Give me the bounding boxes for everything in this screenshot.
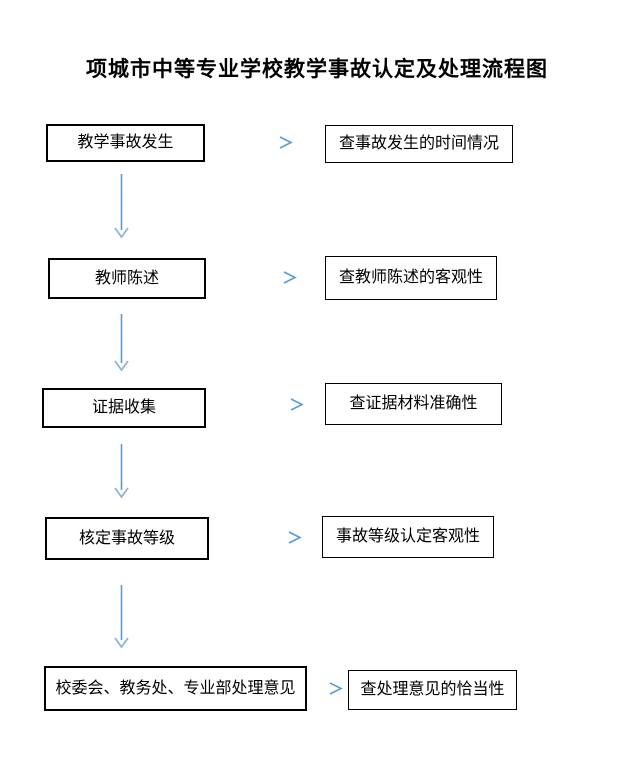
flow-step-box: 核定事故等级 [45, 517, 209, 560]
flow-step-box: 证据收集 [42, 388, 206, 428]
flow-check-box: 查事故发生的时间情况 [325, 125, 513, 163]
arrow-right-icon [231, 531, 302, 544]
arrow-down-icon [114, 585, 129, 649]
arrow-right-icon [229, 398, 304, 411]
flow-check-box: 查教师陈述的客观性 [325, 256, 497, 300]
flow-step-label: 教师陈述 [94, 269, 159, 287]
arrow-down-icon [114, 444, 129, 499]
page-title: 项城市中等专业学校教学事故认定及处理流程图 [86, 57, 548, 81]
flow-check-box: 查证据材料准确性 [325, 383, 502, 425]
flow-step-label: 校委会、教务处、专业部处理意见 [55, 679, 296, 697]
flow-check-box: 事故等级认定客观性 [322, 516, 494, 558]
flow-check-label: 查教师陈述的客观性 [338, 269, 483, 287]
arrow-down-icon [114, 314, 129, 372]
flow-step-label: 教学事故发生 [77, 134, 174, 152]
flow-check-label: 查处理意见的恰当性 [360, 681, 505, 699]
flow-check-label: 事故等级认定客观性 [335, 528, 480, 546]
flow-check-box: 查处理意见的恰当性 [348, 670, 517, 710]
flow-step-label: 核定事故等级 [78, 529, 175, 547]
flow-step-box: 教学事故发生 [46, 124, 205, 162]
flow-step-box: 校委会、教务处、专业部处理意见 [44, 666, 307, 711]
flow-step-label: 证据收集 [91, 399, 156, 417]
arrow-down-icon [114, 174, 129, 239]
flow-check-label: 查证据材料准确性 [349, 395, 478, 413]
flow-step-box: 教师陈述 [48, 258, 206, 299]
arrow-right-icon [314, 682, 343, 695]
arrow-right-icon [226, 271, 297, 284]
flow-check-label: 查事故发生的时间情况 [338, 135, 499, 153]
arrow-right-icon [222, 136, 293, 149]
